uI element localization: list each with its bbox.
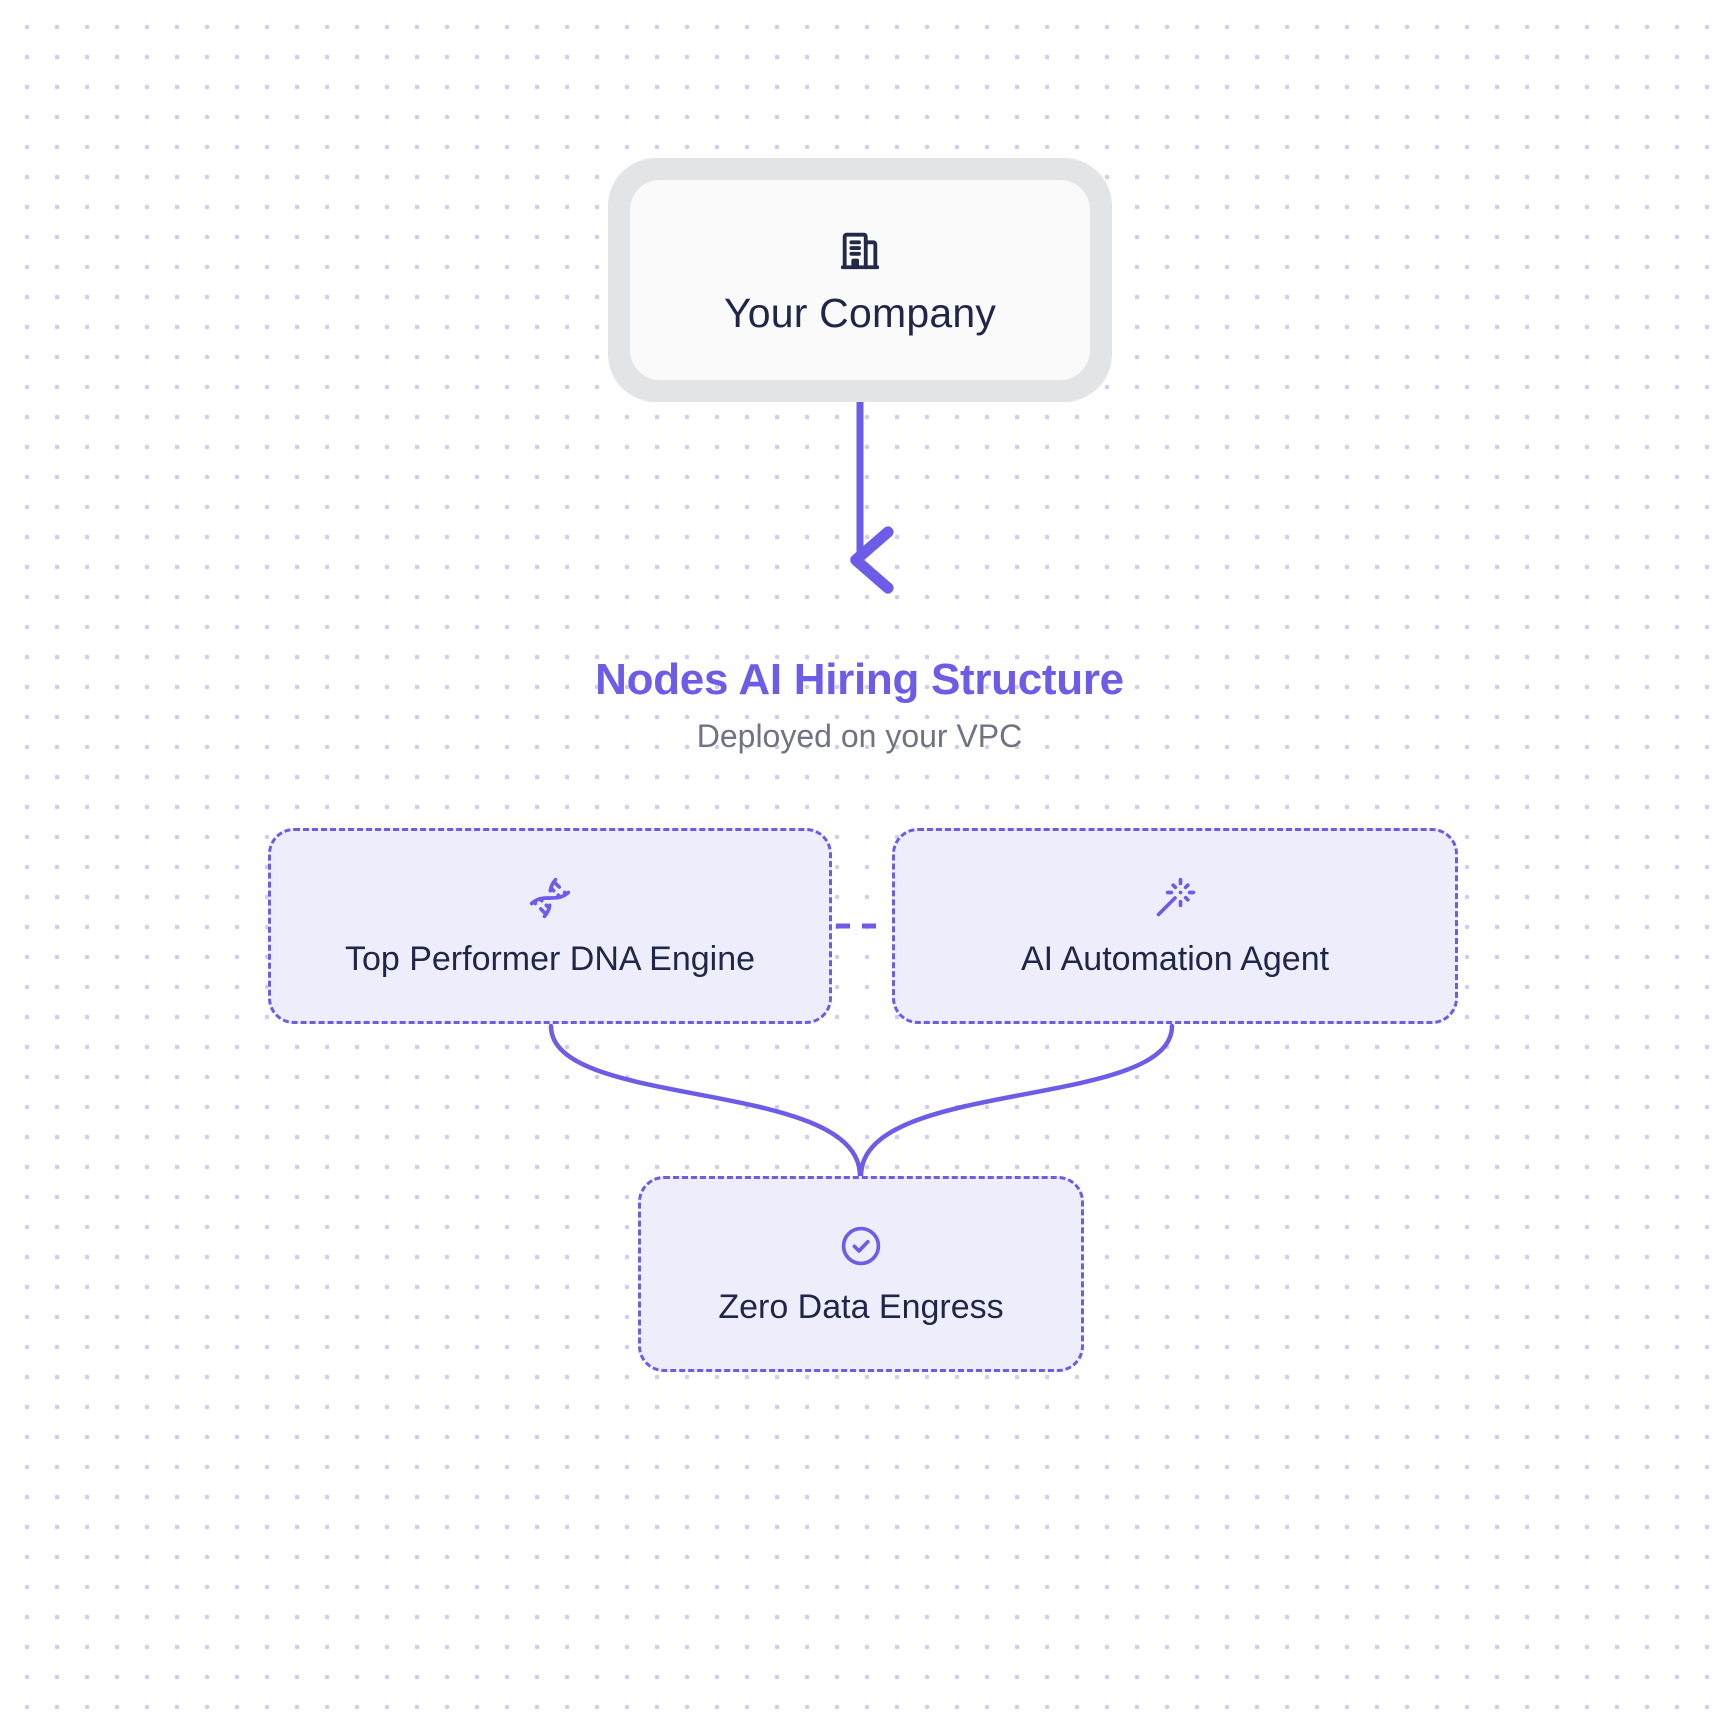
company-card: Your Company — [630, 180, 1090, 380]
node-label: Top Performer DNA Engine — [344, 940, 756, 978]
connector-dna-to-egress — [548, 1023, 863, 1179]
section-title: Nodes AI Hiring Structure — [595, 655, 1124, 704]
check-circle-icon — [841, 1226, 881, 1266]
connector-agent-to-egress — [858, 1023, 1175, 1179]
node-ai-automation-agent[interactable]: AI Automation Agent — [892, 828, 1458, 1024]
dna-icon — [529, 877, 571, 919]
section-subtitle: Deployed on your VPC — [696, 718, 1023, 754]
company-label: Your Company — [723, 289, 997, 336]
company-node[interactable]: Your Company — [608, 158, 1112, 402]
node-zero-data-engress[interactable]: Zero Data Engress — [638, 1176, 1084, 1372]
node-label: AI Automation Agent — [1020, 940, 1330, 978]
node-top-performer-dna-engine[interactable]: Top Performer DNA Engine — [268, 828, 832, 1024]
building-icon — [840, 232, 880, 269]
magic-wand-icon — [1156, 877, 1196, 917]
node-label: Zero Data Engress — [718, 1288, 1004, 1326]
